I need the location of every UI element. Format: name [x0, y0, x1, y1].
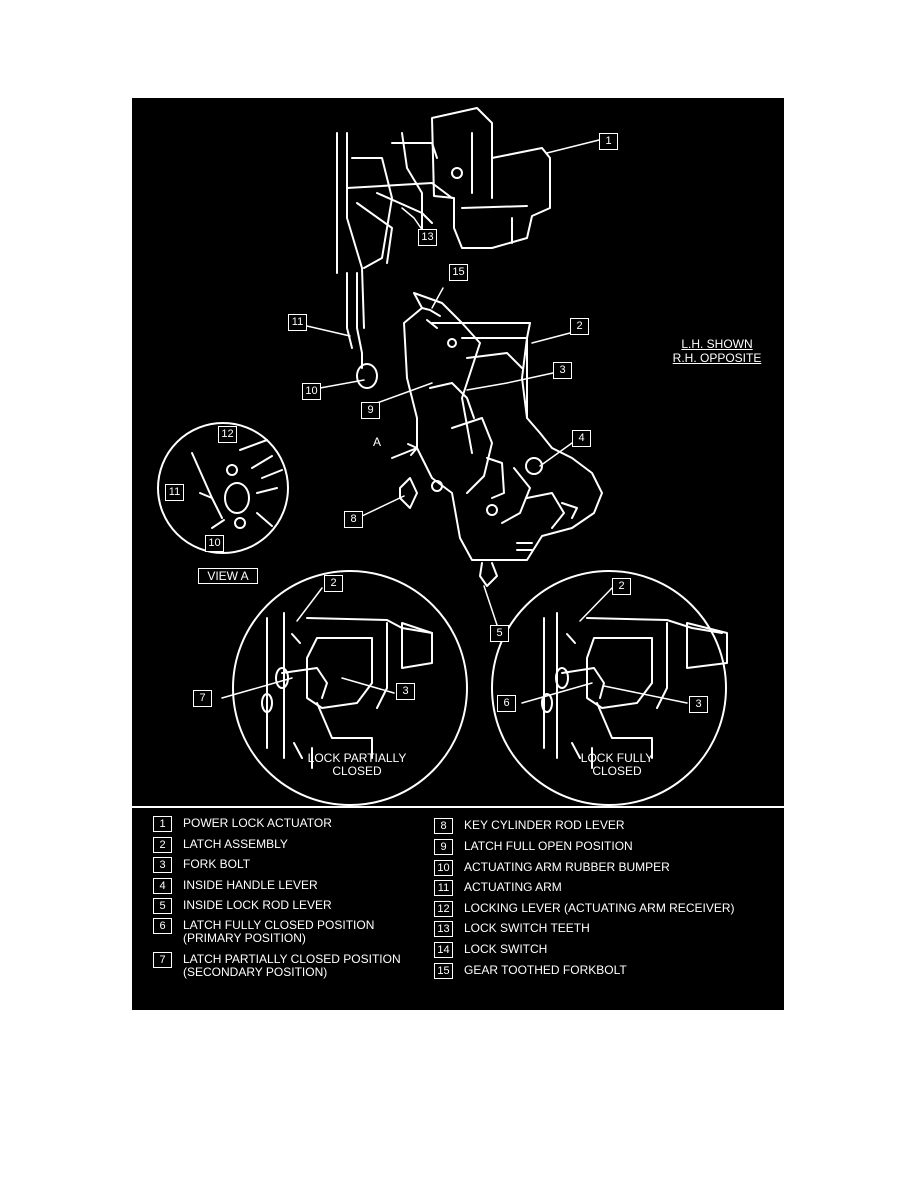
lock-fully-closed-detail [491, 570, 728, 806]
lock-partially-closed-caption-1: LOCK PARTIALLY [307, 751, 407, 765]
orientation-line-2: R.H. OPPOSITE [672, 351, 762, 365]
callout-11: 11 [288, 314, 307, 331]
partial-callout-3: 3 [396, 683, 415, 700]
fully-callout-3: 3 [689, 696, 708, 713]
fully-callout-2: 2 [612, 578, 631, 595]
lock-partially-closed-detail [232, 570, 468, 806]
view-arrow-letter: A [372, 435, 381, 449]
key-cylinder-lever [399, 477, 418, 509]
callout-1: 1 [599, 133, 618, 150]
actuating-arm [346, 272, 378, 389]
lock-partially-closed-caption-2: CLOSED [332, 764, 382, 778]
partial-callout-2: 2 [324, 575, 343, 592]
callout-5: 5 [490, 625, 509, 642]
callout-9: 9 [361, 402, 380, 419]
view-a-label: VIEW A [198, 568, 258, 584]
partial-callout-7: 7 [193, 690, 212, 707]
callout-4: 4 [572, 430, 591, 447]
view-a-callout-12: 12 [218, 426, 237, 443]
fully-callout-6: 6 [497, 695, 516, 712]
legend-divider [132, 806, 784, 808]
lock-fully-closed-caption-2: CLOSED [592, 764, 642, 778]
callout-10: 10 [302, 383, 321, 400]
actuator-linkage [336, 132, 453, 329]
leader-lines [306, 139, 600, 626]
callout-8: 8 [344, 511, 363, 528]
callout-13: 13 [418, 229, 437, 246]
latch-assembly [403, 292, 603, 587]
lock-fully-closed-caption-1: LOCK FULLY [580, 751, 654, 765]
orientation-line-1: L.H. SHOWN [681, 337, 753, 351]
latch-drawing [157, 107, 728, 806]
diagram-panel: 1 13 15 2 11 3 10 9 4 8 5 12 11 10 2 3 7… [132, 98, 784, 1010]
detail-leader-lines [221, 587, 688, 704]
view-a-detail [157, 422, 289, 554]
callout-15: 15 [449, 264, 468, 281]
view-a-callout-11: 11 [165, 484, 184, 501]
power-lock-actuator [431, 107, 551, 249]
callout-2: 2 [570, 318, 589, 335]
view-a-callout-10: 10 [205, 535, 224, 552]
view-a-arrow [391, 443, 418, 459]
callout-3: 3 [553, 362, 572, 379]
